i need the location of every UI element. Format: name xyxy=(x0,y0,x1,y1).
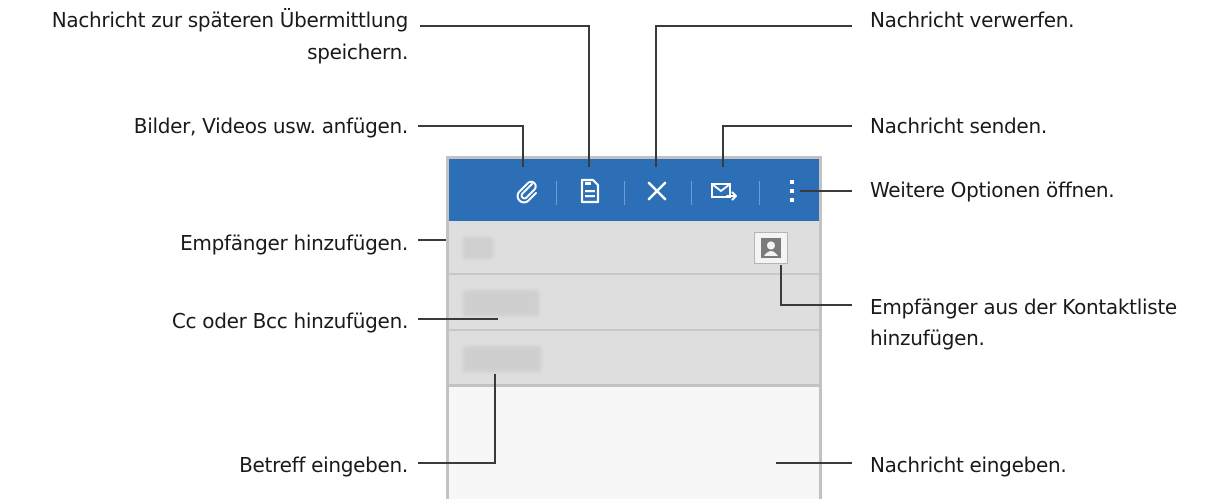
leader-cc-bcc xyxy=(418,318,498,320)
paperclip-icon xyxy=(516,180,537,204)
recipient-placeholder xyxy=(463,237,493,259)
annotation-save-later-2: speichern. xyxy=(307,40,408,64)
annotation-discard: Nachricht verwerfen. xyxy=(870,8,1075,32)
annotation-add-recipient: Empfänger hinzufügen. xyxy=(180,231,408,255)
leader-recipient xyxy=(418,239,446,241)
cc-bcc-placeholder xyxy=(463,290,539,316)
attach-button[interactable] xyxy=(505,169,549,213)
contacts-button[interactable] xyxy=(754,232,788,264)
close-icon xyxy=(647,181,667,201)
annotation-subject: Betreff eingeben. xyxy=(239,453,408,477)
annotation-more-options: Weitere Optionen öffnen. xyxy=(870,178,1115,202)
leader-message xyxy=(776,462,852,464)
cc-bcc-field[interactable] xyxy=(449,275,819,331)
more-options-button[interactable] xyxy=(770,169,814,213)
save-icon xyxy=(580,178,600,204)
annotation-message: Nachricht eingeben. xyxy=(870,453,1067,477)
discard-button[interactable] xyxy=(635,169,679,213)
leader-save xyxy=(420,25,590,27)
leader-more xyxy=(800,190,852,192)
annotation-contacts: Empfänger aus der Kontaktliste xyxy=(870,295,1177,319)
annotation-save-later: Nachricht zur späteren Übermittlung xyxy=(51,8,409,32)
subject-field[interactable] xyxy=(449,331,819,387)
annotation-attach: Bilder, Videos usw. anfügen. xyxy=(133,114,409,138)
send-button[interactable] xyxy=(702,169,746,213)
action-bar xyxy=(449,159,819,221)
annotation-send: Nachricht senden. xyxy=(870,114,1047,138)
subject-placeholder xyxy=(463,346,541,372)
more-vert-icon xyxy=(790,180,794,202)
recipient-field[interactable] xyxy=(449,221,819,275)
leader-discard xyxy=(655,25,657,167)
annotation-cc-bcc: Cc oder Bcc hinzufügen. xyxy=(171,309,408,333)
contact-icon xyxy=(761,238,781,258)
annotation-contacts-2: hinzufügen. xyxy=(870,326,985,350)
leader-contacts xyxy=(780,265,782,306)
leader-subject xyxy=(418,462,496,464)
send-mail-icon xyxy=(711,183,737,201)
message-body-field[interactable] xyxy=(449,387,819,499)
email-compose-screen xyxy=(446,156,822,499)
save-draft-button[interactable] xyxy=(568,169,612,213)
leader-send xyxy=(722,125,724,167)
leader-attach xyxy=(418,125,524,127)
